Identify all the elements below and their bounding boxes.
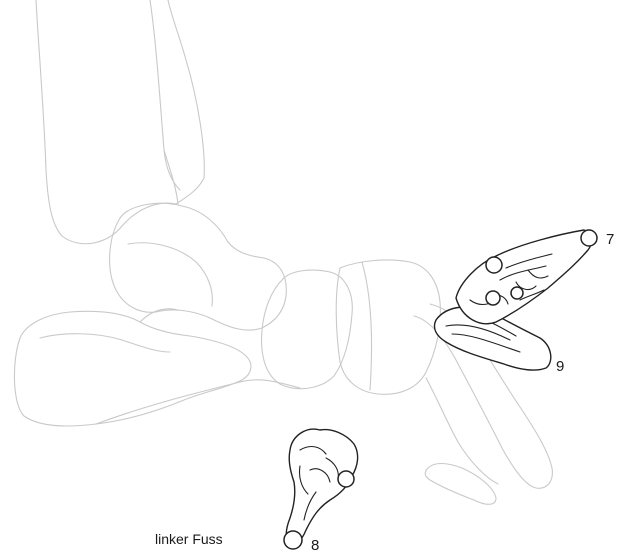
callout-label-8: 8 bbox=[311, 537, 319, 554]
tibia-bone bbox=[36, 0, 204, 244]
talus-inner-line bbox=[128, 243, 212, 306]
cuneiform-division bbox=[362, 262, 372, 390]
implant-7-hole-upper bbox=[581, 230, 597, 246]
callout-label-9: 9 bbox=[556, 358, 564, 375]
navicular-bone bbox=[262, 270, 353, 389]
sesamoid-bone bbox=[425, 464, 496, 505]
sole-line bbox=[96, 380, 300, 424]
sustentaculum-line bbox=[140, 309, 178, 322]
implant-8-hole-lower bbox=[284, 531, 302, 549]
implant-7 bbox=[456, 230, 597, 324]
implant-8 bbox=[284, 429, 358, 549]
tibia-inner-line bbox=[150, 0, 180, 190]
talus-bone bbox=[110, 203, 287, 330]
calcaneus-bone bbox=[14, 311, 251, 426]
callout-label-7: 7 bbox=[606, 231, 614, 248]
calcaneus-inner-line bbox=[40, 334, 170, 352]
bone-outlines bbox=[14, 0, 552, 504]
implant-7-hole-inner bbox=[511, 287, 523, 299]
implant-7-hole-lower bbox=[486, 291, 500, 305]
cuneiform-bone bbox=[336, 260, 440, 394]
implant-7-body bbox=[456, 230, 591, 324]
figure-caption: linker Fuss bbox=[155, 531, 223, 547]
implant-8-hole-upper bbox=[338, 471, 354, 487]
implant-7-hole-mid bbox=[486, 257, 502, 273]
